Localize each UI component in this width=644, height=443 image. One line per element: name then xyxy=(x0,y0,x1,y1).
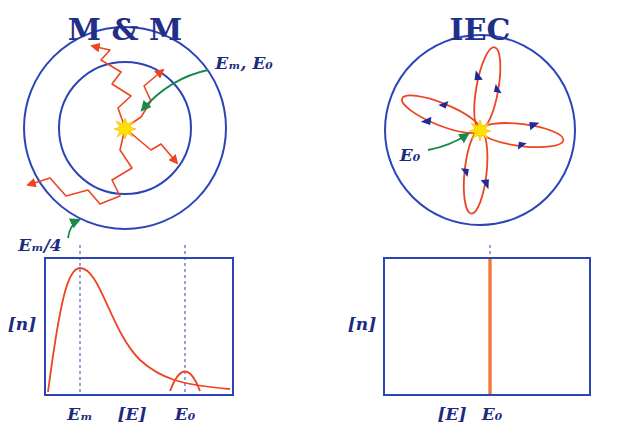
energy-label: Eₘ/4 xyxy=(16,236,63,256)
ion-orbits xyxy=(397,45,565,215)
iec-chamber xyxy=(385,35,575,225)
leader-arrow xyxy=(428,134,468,150)
fusion-star xyxy=(469,120,491,141)
energy-label: E₀ xyxy=(398,146,422,166)
leader-arrow xyxy=(68,70,208,238)
tick-label: Eₘ xyxy=(65,405,94,425)
energy-label: Eₘ, E₀ xyxy=(213,54,275,74)
panel-title: IEC xyxy=(448,13,513,48)
axis-label: [n] xyxy=(346,315,378,335)
mm-chamber xyxy=(24,27,226,229)
iec-spectrum xyxy=(384,245,590,395)
panel-title: M & M xyxy=(66,13,184,48)
axis-label: [n] xyxy=(6,315,38,335)
mm-spectrum xyxy=(45,245,233,395)
fusion-star xyxy=(114,118,136,139)
tick-label: E₀ xyxy=(173,405,197,425)
tick-label: E₀ xyxy=(480,405,504,425)
axis-label: [E] xyxy=(115,405,148,425)
random-walk xyxy=(28,46,177,204)
axis-label: [E] xyxy=(435,405,468,425)
